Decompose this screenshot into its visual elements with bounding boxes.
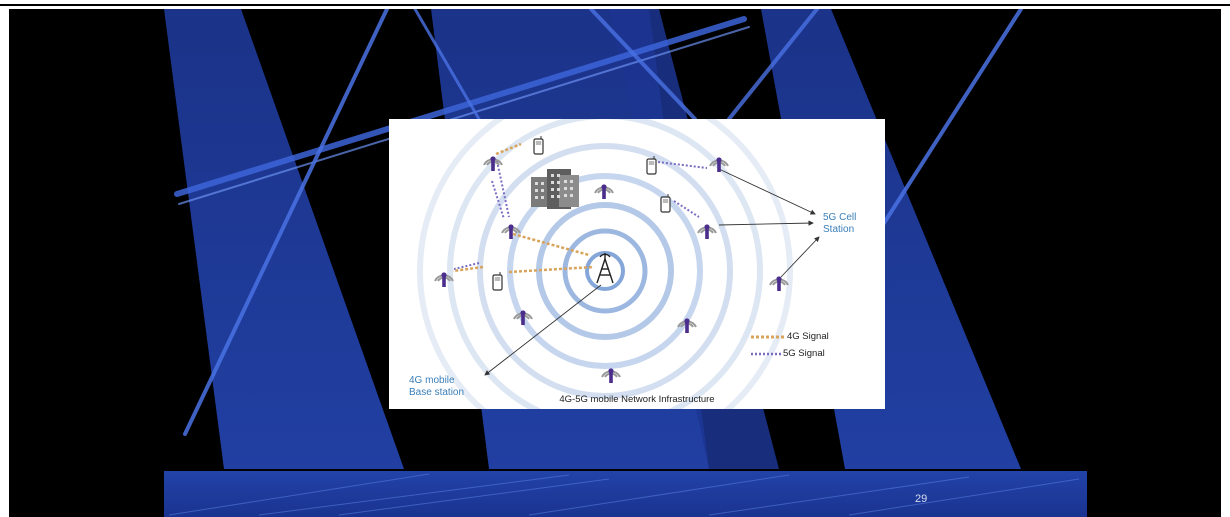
top-rule bbox=[0, 4, 1230, 6]
mobile-phone-icon bbox=[660, 194, 671, 213]
light-streak bbox=[174, 16, 747, 197]
mobile-phone-icon bbox=[492, 272, 503, 291]
cell-station-icon bbox=[501, 224, 521, 239]
pointer-arrows bbox=[484, 168, 820, 376]
label-4g-base-station-line1: 4G mobile bbox=[409, 375, 455, 386]
light-streak bbox=[178, 26, 750, 205]
coverage-rings bbox=[417, 119, 793, 409]
light-streak bbox=[589, 9, 697, 121]
signal-4g bbox=[452, 142, 595, 274]
cell-station-icon bbox=[483, 156, 503, 171]
floor-panel bbox=[164, 471, 1087, 517]
cell-station-icon bbox=[709, 157, 729, 172]
legend-label-5g: 5G Signal bbox=[783, 348, 825, 359]
cell-station-icon bbox=[769, 276, 789, 291]
presentation-slide: 5G Cell Station 4G mobile Base station 4… bbox=[9, 9, 1221, 517]
figure-caption: 4G-5G mobile Network Infrastructure bbox=[559, 394, 715, 405]
cell-station-icon bbox=[677, 318, 697, 333]
mobile-phone-icon bbox=[646, 156, 657, 175]
network-diagram bbox=[417, 119, 820, 409]
mobile-phone-icon bbox=[533, 136, 544, 155]
label-4g-base-station-line2: Base station bbox=[409, 387, 465, 398]
light-streak bbox=[413, 9, 481, 121]
label-5g-cell-station-line1: 5G Cell bbox=[823, 212, 857, 223]
signal-5g bbox=[453, 160, 708, 270]
buildings-icon bbox=[531, 169, 579, 209]
cell-station-icon bbox=[697, 224, 717, 239]
cell-station-icon bbox=[434, 272, 454, 287]
slide-page-number: 29 bbox=[915, 493, 928, 505]
network-diagram-figure: 5G Cell Station 4G mobile Base station 4… bbox=[389, 119, 885, 409]
label-5g-cell-station-line2: Station bbox=[823, 224, 855, 235]
cell-station-icon bbox=[594, 184, 614, 199]
light-streak bbox=[183, 9, 389, 436]
cell-station-icon bbox=[513, 310, 533, 325]
cell-station-icon bbox=[601, 368, 621, 383]
light-streak bbox=[875, 9, 1023, 236]
base-station-tower-icon bbox=[596, 253, 614, 284]
legend-label-4g: 4G Signal bbox=[787, 331, 829, 342]
light-streak bbox=[727, 9, 819, 121]
